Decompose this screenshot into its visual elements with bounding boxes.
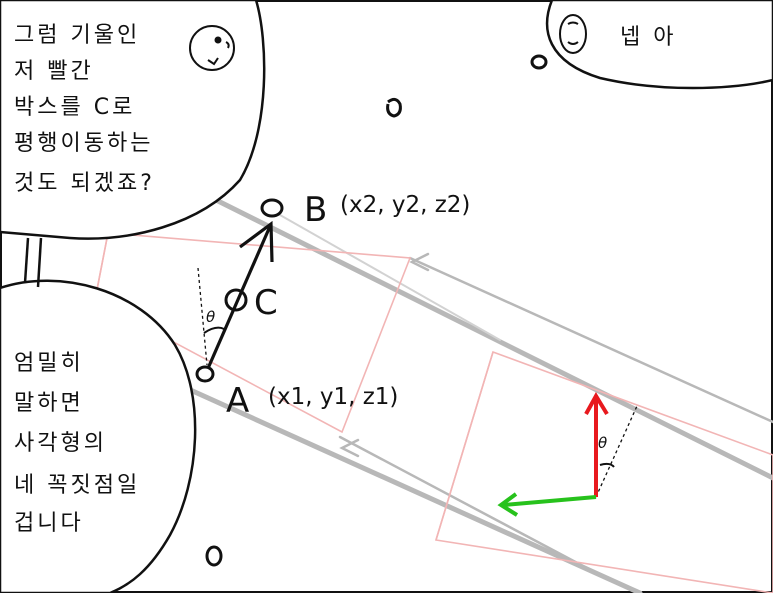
beam-inner-line-bottom (338, 435, 602, 577)
bubble-line: 네 꼭짓점일 (14, 473, 140, 498)
bubble-line: 사각형의 (14, 431, 107, 456)
box-right (434, 350, 773, 593)
angle-arc-right (599, 462, 615, 468)
point-a-coords: (x1, y1, z1) (268, 384, 398, 410)
axis-left-line (503, 495, 597, 507)
theta-label-left: θ (206, 308, 215, 326)
box-right-edge (435, 351, 494, 541)
beam-inner-line-top (408, 256, 773, 424)
theta-label-right: θ (598, 434, 607, 452)
bubble-top-left-text: 그럼 기울인 저 빨간 박스를 C로 평행이동하는 것도 되겠죠? (14, 23, 155, 196)
axis-frame (497, 392, 638, 517)
scribble-mark (205, 545, 223, 567)
gutter-line-left (23, 237, 30, 284)
gray-beam (183, 192, 773, 593)
point-labels: A (x1, y1, z1) B (x2, y2, z2) C θ (206, 190, 470, 421)
bubble-line: 저 빨간 (14, 59, 94, 84)
point-c-circle (224, 288, 248, 312)
bubble-top-left-shape (0, 0, 266, 240)
beam-centre-line (279, 214, 501, 341)
beam-bottom-rail (183, 385, 643, 593)
beam-arrowhead-upper (409, 252, 430, 272)
bubble-line: 것도 되겠죠? (14, 171, 155, 196)
bubble-bottom-left-shape (0, 279, 197, 593)
bubble-top-left (0, 0, 266, 240)
bubble-bottom-left (0, 279, 197, 593)
pink-boxes (94, 232, 773, 593)
point-a-circle (195, 365, 215, 383)
bubble-line: 엄밀히 (14, 351, 84, 376)
point-b-coords: (x2, y2, z2) (340, 192, 470, 218)
gutter-line-right (36, 237, 43, 288)
point-b-letter: B (304, 190, 327, 230)
point-c-letter: C (254, 283, 278, 323)
vector-ab (195, 198, 284, 383)
bubble-line: 박스를 C로 (14, 95, 135, 120)
scribble-mark (386, 97, 402, 118)
face-top-left-icon (189, 25, 235, 71)
bubble-bottom-left-text: 엄밀히 말하면 사각형의 네 꼭짓점일 겁니다 (14, 351, 140, 536)
vector-arrow-line (204, 223, 273, 374)
rotated-reference-line (595, 405, 638, 498)
bubble-top-right-text: 넵 아 (620, 25, 676, 50)
point-a-letter: A (226, 381, 249, 421)
angle-arc-left (203, 326, 225, 334)
vector-arrowhead (239, 220, 274, 263)
axis-up-arrowhead (584, 392, 609, 416)
bubble-line: 말하면 (14, 391, 84, 416)
bubble-line: 평행이동하는 (14, 131, 153, 156)
face-top-right-icon (559, 14, 587, 54)
point-b-circle (260, 198, 284, 218)
bubble-line: 겁니다 (14, 511, 84, 536)
scribble-marks (205, 54, 548, 567)
beam-arrowhead-lower (339, 438, 360, 458)
axis-left-arrowhead (497, 492, 519, 517)
bubble-top-right-shape (545, 0, 773, 90)
beam-top-rail (203, 192, 773, 481)
scribble-mark (530, 54, 548, 70)
bubble-line: 넵 아 (620, 25, 676, 50)
vertical-reference-line (197, 267, 208, 366)
bubble-top-right (545, 0, 773, 90)
bubble-line: 그럼 기울인 (14, 23, 140, 48)
